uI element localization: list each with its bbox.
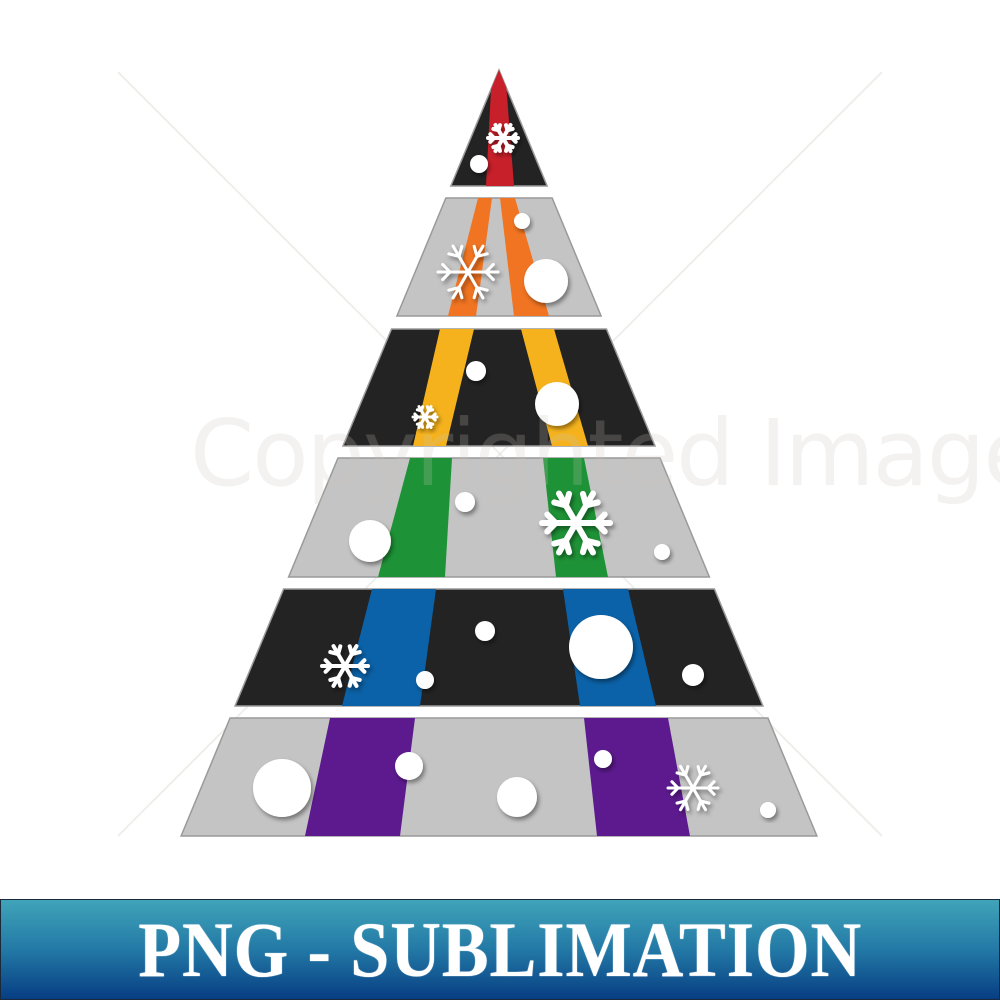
tier-stripe (342, 589, 436, 706)
ornament-circle (514, 213, 530, 229)
ornament-circle (395, 752, 423, 780)
tier-stripe (584, 718, 690, 836)
ornament-circle (535, 382, 579, 426)
ornament-circle (349, 520, 391, 562)
snowflake-icon (436, 244, 500, 300)
ornament-circle (524, 259, 568, 303)
tree-tier-2 (395, 197, 603, 317)
tree-tier-5 (233, 588, 765, 707)
banner-label: PNG - SUBLIMATION (138, 905, 862, 993)
ornament-circle (594, 750, 612, 768)
banner: PNG - SUBLIMATION (0, 899, 1000, 1000)
tier-stripe (305, 718, 415, 836)
snowflake-icon (666, 764, 720, 812)
tier-stripe (378, 458, 452, 577)
ornament-circle (466, 361, 486, 381)
tier-background (233, 588, 765, 707)
ornament-circle (654, 544, 670, 560)
ornament-circle (475, 621, 495, 641)
watermark-text: Copyrighted Image (190, 400, 1000, 507)
ornament-circle (497, 777, 537, 817)
watermark-lines (117, 71, 883, 837)
snowflake-icon (411, 405, 439, 429)
ornament-circle (470, 155, 488, 173)
ornament-circle (760, 802, 776, 818)
ornament-circle (253, 759, 311, 817)
snowflake-icon (486, 123, 520, 153)
ornament-circle (416, 671, 434, 689)
ornament-circle (569, 615, 633, 679)
tier-background (395, 197, 603, 317)
snowflake-icon (320, 644, 370, 688)
snowflake-icon (539, 490, 613, 556)
ornament-circle (682, 664, 704, 686)
tree-tier-6 (179, 717, 819, 837)
ornament-circle (455, 492, 475, 512)
